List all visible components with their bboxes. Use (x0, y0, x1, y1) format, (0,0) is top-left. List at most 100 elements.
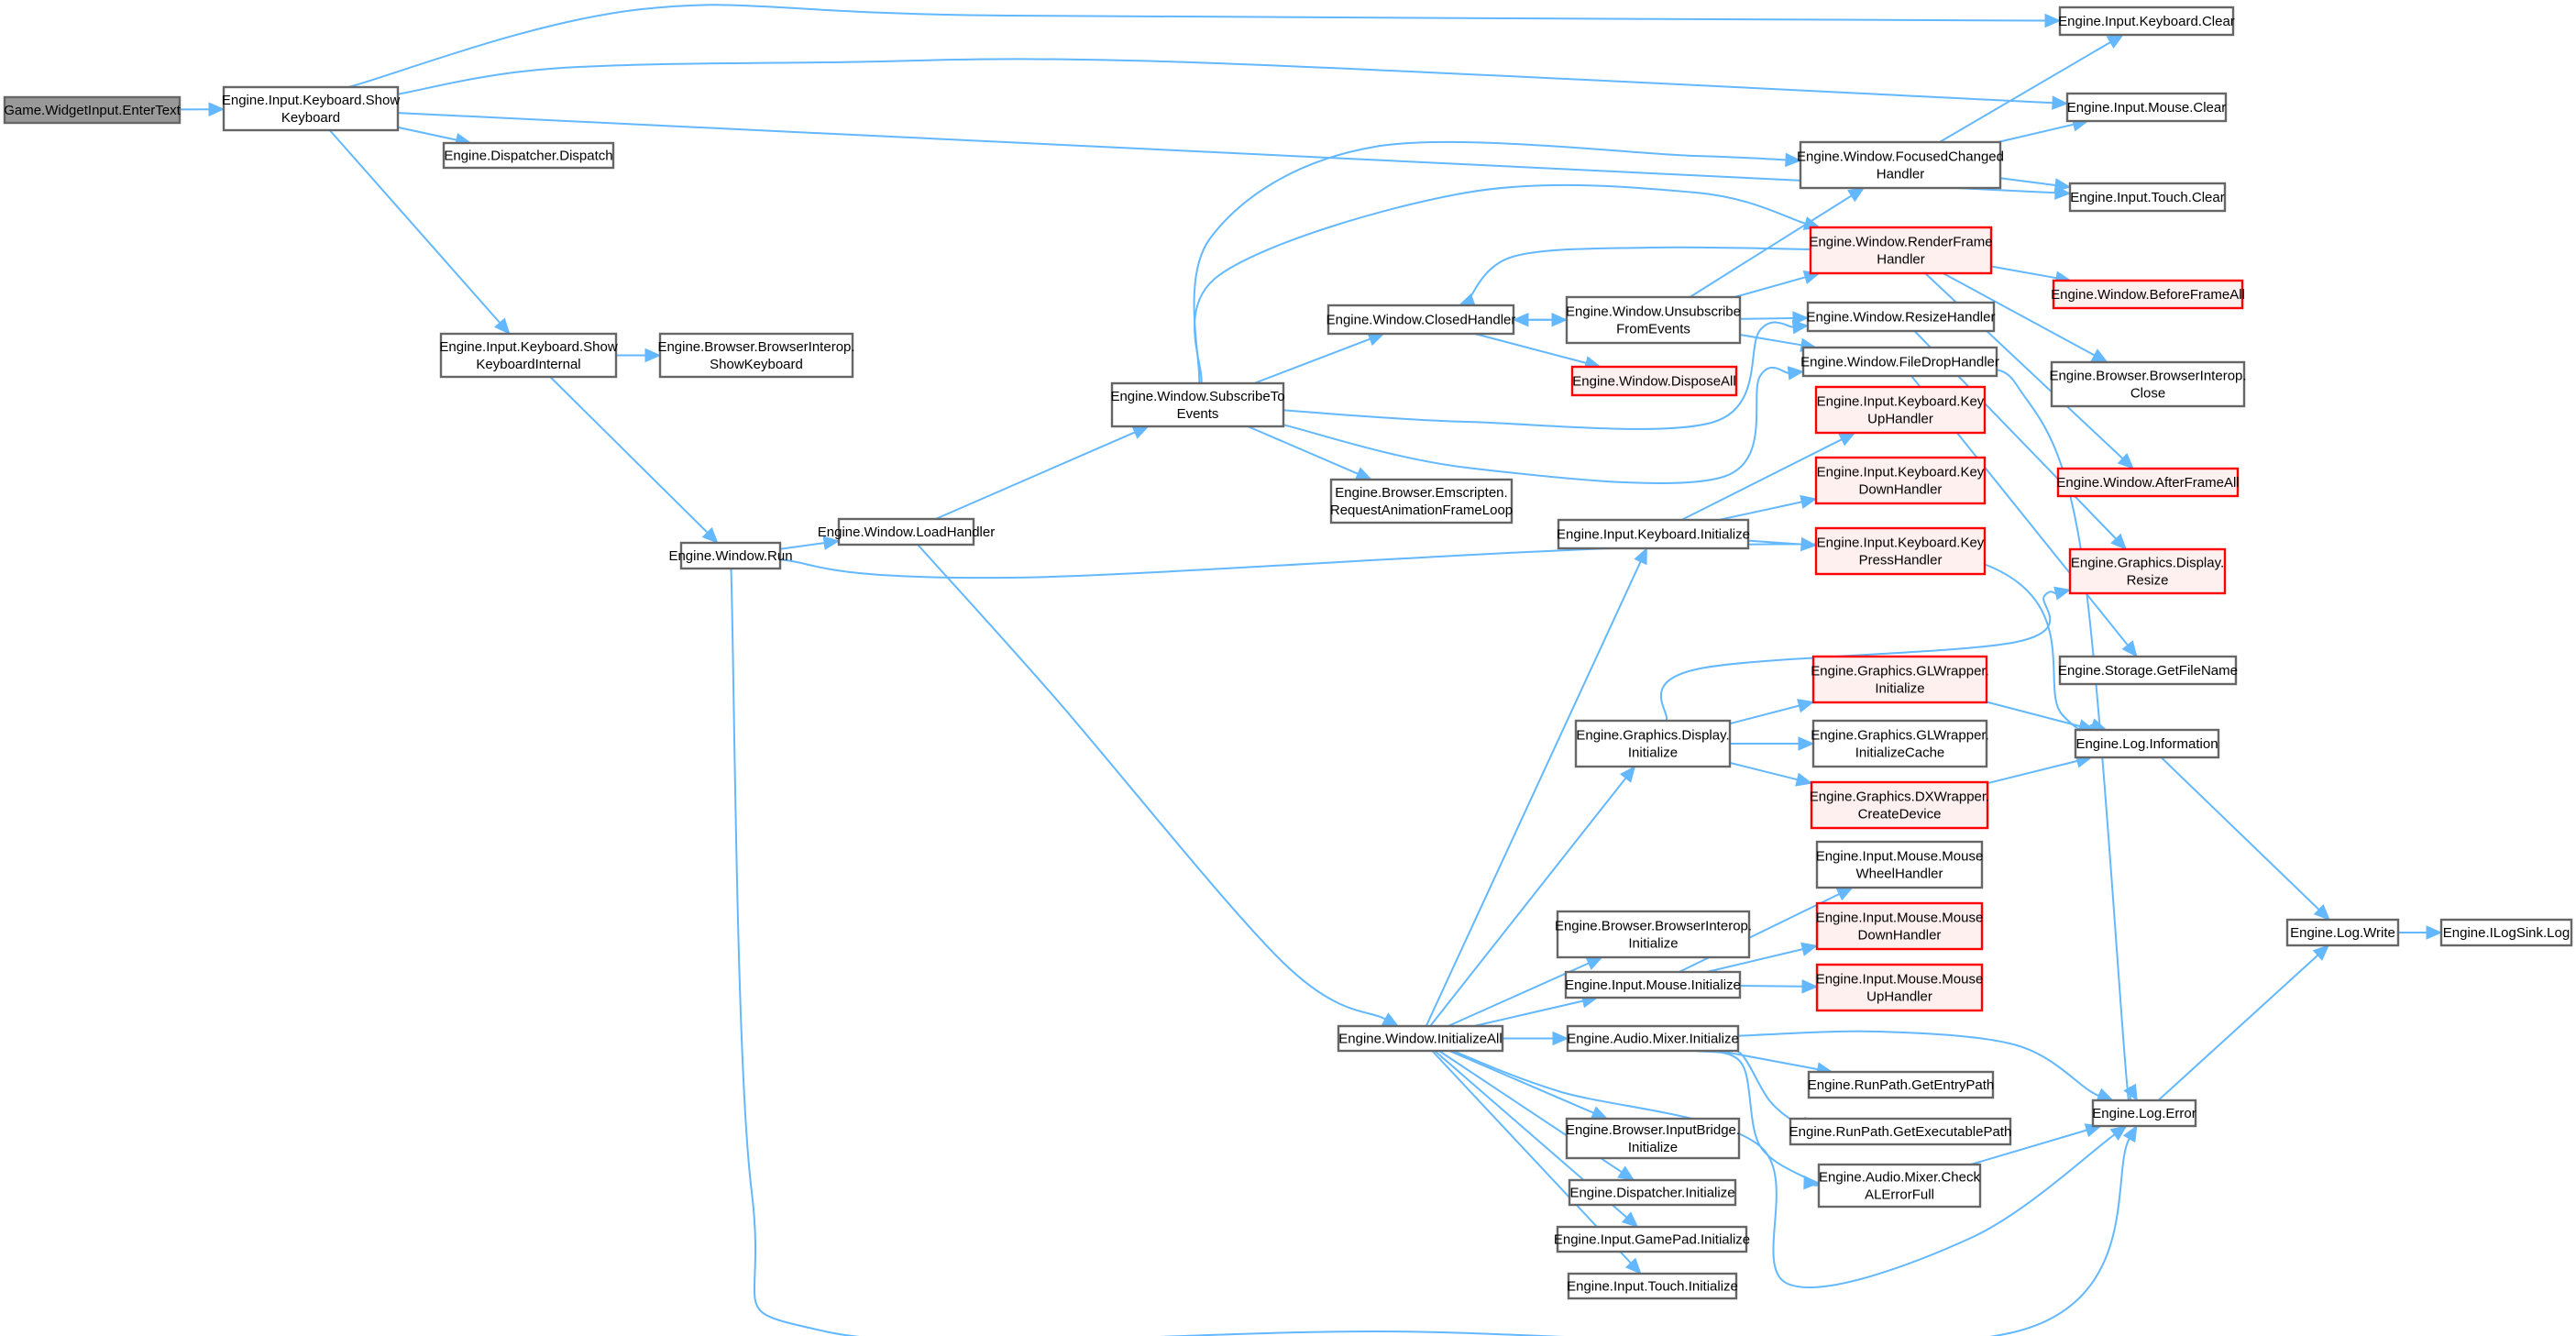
node-touch-init[interactable]: Engine.Input.Touch.Initialize (1567, 1272, 1738, 1300)
edge-audio_init-to-check_al (1696, 1050, 1818, 1187)
node-entry-path[interactable]: Engine.RunPath.GetEntryPath (1807, 1070, 1995, 1099)
node-resize-handler[interactable]: Engine.Window.ResizeHandler (1807, 301, 1996, 333)
node-label: Engine.Window.SubscribeTo (1110, 389, 1284, 404)
node-label: Engine.Window.DisposeAll (1572, 373, 1735, 389)
node-label: Engine.Window.InitializeAll (1338, 1031, 1502, 1046)
node-bi-show-keyboard[interactable]: Engine.Browser.BrowserInterop.ShowKeyboa… (657, 332, 855, 379)
arrowhead-icon (494, 317, 511, 335)
node-show-kb-internal[interactable]: Engine.Input.Keyboard.ShowKeyboardIntern… (439, 332, 618, 379)
edge-focused_changed-to-touch_clear (1999, 177, 2056, 186)
node-label: Engine.Log.Information (2075, 736, 2218, 752)
node-window-run[interactable]: Engine.Window.Run (668, 541, 793, 570)
node-box (1337, 1024, 1504, 1053)
edge-unsubscribe-to-focused_changed (1689, 194, 1853, 298)
node-box (1574, 719, 1732, 768)
node-box (1329, 478, 1514, 524)
node-audio-init[interactable]: Engine.Audio.Mixer.Initialize (1566, 1024, 1740, 1053)
node-box (1811, 655, 1988, 704)
node-emscripten[interactable]: Engine.Browser.Emscripten.RequestAnimati… (1329, 478, 1514, 524)
node-box (1817, 1163, 1982, 1209)
node-label: Engine.Input.Mouse.Mouse (1816, 848, 1984, 864)
node-label: UpHandler (1866, 988, 1932, 1004)
node-before-frame[interactable]: Engine.Window.BeforeFrameAll (2051, 279, 2245, 310)
edge-subscribe-to-resize_handler (1282, 321, 1794, 430)
node-keyboard-clear[interactable]: Engine.Input.Keyboard.Clear (2058, 6, 2235, 37)
arrowhead-icon (2123, 1083, 2138, 1102)
node-label: Engine.Dispatcher.Initialize (1569, 1185, 1734, 1200)
node-label: Engine.Input.Keyboard.Show (222, 93, 400, 108)
node-gamepad-init[interactable]: Engine.Input.GamePad.Initialize (1554, 1225, 1750, 1253)
node-gl-init[interactable]: Engine.Graphics.GLWrapper.Initialize (1811, 655, 1989, 704)
node-load-handler[interactable]: Engine.Window.LoadHandler (818, 517, 995, 547)
node-box (1811, 719, 1988, 768)
node-box (2065, 92, 2228, 123)
node-init-all[interactable]: Engine.Window.InitializeAll (1337, 1024, 1504, 1053)
node-label: Engine.Input.Touch.Clear (2070, 190, 2224, 205)
node-label: Engine.Log.Write (2290, 925, 2395, 941)
node-log-write[interactable]: Engine.Log.Write (2285, 918, 2400, 947)
arrowhead-icon (1634, 547, 1647, 566)
node-get-file-name[interactable]: Engine.Storage.GetFileName (2058, 655, 2238, 686)
node-box (2091, 1099, 2197, 1128)
edge-subscribe-to-filedrop_handler (1282, 366, 1789, 484)
edge-keyboard_init-to-key_up (1680, 438, 1843, 521)
node-filedrop-handler[interactable]: Engine.Window.FileDropHandler (1800, 346, 1999, 378)
node-display-resize[interactable]: Engine.Graphics.Display.Resize (2068, 547, 2227, 595)
node-input-bridge[interactable]: Engine.Browser.InputBridge.Initialize (1565, 1117, 1741, 1160)
edge-window_run-to-load_handler (779, 542, 825, 550)
node-label: Engine.Audio.Mixer.Check (1819, 1169, 1980, 1185)
node-box (1566, 1024, 1740, 1053)
arrowhead-icon (2121, 640, 2138, 657)
edge-display_init-to-gl_init (1729, 704, 1800, 725)
node-box (1557, 518, 1750, 550)
node-dispose-all[interactable]: Engine.Window.DisposeAll (1570, 365, 1738, 397)
node-touch-clear[interactable]: Engine.Input.Touch.Clear (2068, 182, 2227, 213)
edge-show_keyboard-to-mouse_clear (397, 58, 2053, 105)
edge-check_al-to-log_error (1970, 1129, 2087, 1165)
node-dispatcher-init[interactable]: Engine.Dispatcher.Initialize (1568, 1178, 1737, 1207)
node-label: Engine.Browser.Emscripten. (1335, 485, 1507, 501)
node-closed-handler[interactable]: Engine.Window.ClosedHandler (1327, 304, 1516, 336)
node-ilogsink[interactable]: Engine.ILogSink.Log (2439, 918, 2573, 947)
node-log-error[interactable]: Engine.Log.Error (2091, 1099, 2197, 1128)
node-enter-text[interactable]: Game.WidgetInput.EnterText (3, 95, 182, 125)
edge-audio_init-to-entry_path (1719, 1050, 1818, 1071)
arrowhead-icon (1619, 766, 1636, 783)
edge-keyboard_init-to-key_down (1718, 501, 1802, 521)
node-bi-close[interactable]: Engine.Browser.BrowserInterop.Close (2049, 360, 2247, 408)
node-keyboard-init[interactable]: Engine.Input.Keyboard.Initialize (1557, 518, 1750, 550)
node-exec-path[interactable]: Engine.RunPath.GetExecutablePath (1789, 1117, 2012, 1146)
node-dispatch[interactable]: Engine.Dispatcher.Dispatch (442, 141, 615, 170)
edge-subscribe-to-focused_changed (1193, 140, 1787, 384)
node-show-keyboard[interactable]: Engine.Input.Keyboard.ShowKeyboard (222, 85, 400, 132)
node-after-frame[interactable]: Engine.Window.AfterFrameAll (2056, 467, 2240, 498)
node-label: Engine.Window.RenderFrame (1809, 234, 1992, 249)
node-label: Engine.Log.Error (2092, 1106, 2196, 1121)
edge-init_all-to-log_error (1452, 1050, 2116, 1288)
node-dx-device[interactable]: Engine.Graphics.DXWrapper.CreateDevice (1810, 780, 1990, 830)
node-label: Engine.Audio.Mixer.Initialize (1567, 1031, 1739, 1046)
node-box (1556, 1225, 1748, 1253)
node-log-info[interactable]: Engine.Log.Information (2074, 728, 2220, 759)
arrowhead-icon (1800, 942, 1819, 956)
edge-unsubscribe-to-filedrop_handler (1739, 334, 1802, 347)
node-gl-cache[interactable]: Engine.Graphics.GLWrapper.InitializeCach… (1811, 719, 1989, 768)
node-box (1807, 1070, 1995, 1099)
node-mouse-init[interactable]: Engine.Input.Mouse.Initialize (1564, 970, 1742, 999)
node-display-init[interactable]: Engine.Graphics.Display.Initialize (1574, 719, 1732, 768)
node-mouse-clear[interactable]: Engine.Input.Mouse.Clear (2065, 92, 2228, 123)
node-box (1815, 901, 1984, 951)
node-label: Engine.Input.Mouse.Initialize (1565, 977, 1741, 993)
node-bi-init[interactable]: Engine.Browser.BrowserInterop.Initialize (1555, 910, 1752, 959)
